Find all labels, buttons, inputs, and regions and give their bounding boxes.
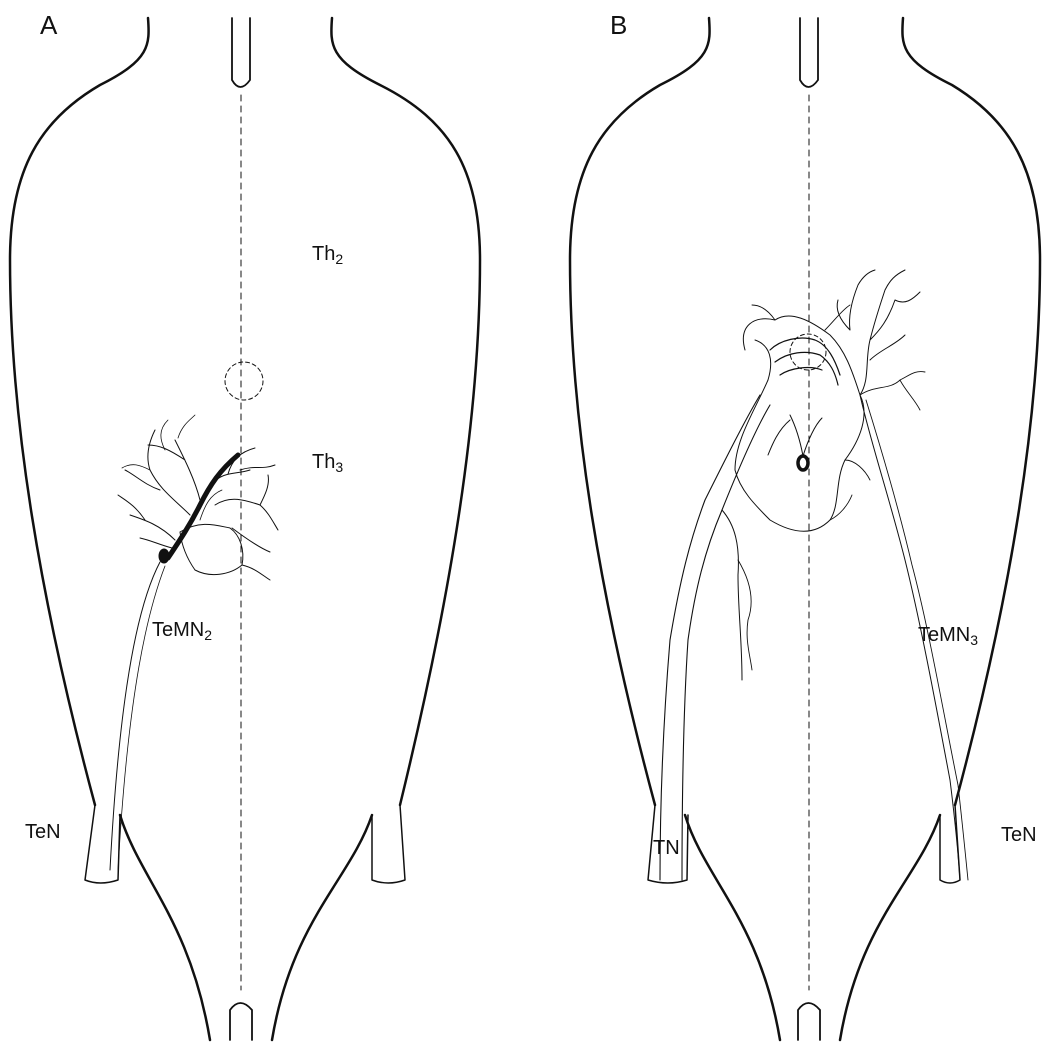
panel-letter-a: A	[40, 12, 57, 38]
label-temn3: TeMN3	[918, 625, 978, 645]
label-tn-b: TN	[653, 838, 680, 858]
label-th2: Th2	[312, 244, 343, 264]
label-ten-b: TeN	[1001, 825, 1037, 845]
panel-b-ganglion-outline	[570, 18, 1040, 1040]
panel-a-ganglion-outline	[10, 18, 480, 1040]
panel-a-temn2-neuron	[110, 415, 278, 870]
label-ten-a: TeN	[25, 822, 61, 842]
label-th3: Th3	[312, 452, 343, 472]
label-temn2: TeMN2	[152, 620, 212, 640]
panel-b-temn3-neuron	[660, 270, 968, 880]
panel-letter-b: B	[610, 12, 627, 38]
